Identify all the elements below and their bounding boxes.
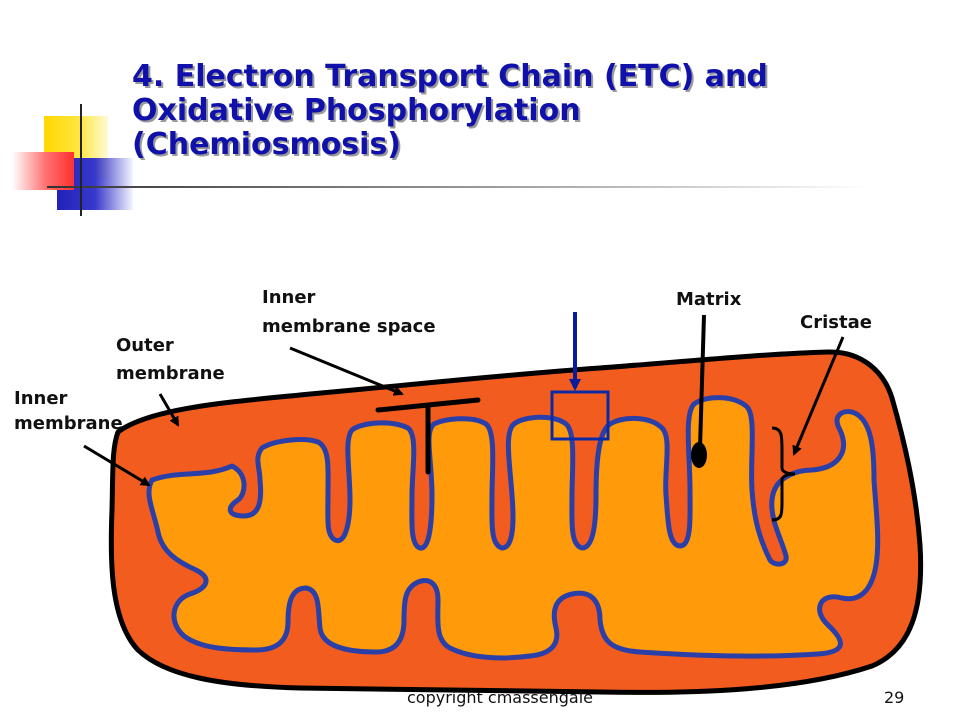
decor-red-square <box>12 152 74 190</box>
footer-page-number: 29 <box>884 688 905 707</box>
label-matrix: Matrix <box>676 289 742 310</box>
inner-membrane-arrow <box>83 444 151 487</box>
label-inner-membrane-line2: membrane <box>14 413 123 434</box>
decor-horizontal-line <box>47 186 867 188</box>
footer-copyright: copyright cmassengale <box>407 688 593 707</box>
label-outer-membrane-line1: Outer <box>116 335 174 356</box>
label-inner-membrane-space-line1: Inner <box>262 287 316 308</box>
decor-vertical-line <box>80 104 82 216</box>
title-line-1: 4. Electron Transport Chain (ETC) and <box>132 59 768 94</box>
label-inner-membrane-line1: Inner <box>14 388 68 409</box>
title-line-3: (Chemiosmosis) <box>132 127 402 162</box>
outer-membrane-arrow <box>158 393 180 427</box>
label-cristae: Cristae <box>800 312 872 333</box>
cristae-bracket <box>771 426 796 522</box>
inner-membrane-space-arrow <box>289 346 404 396</box>
label-inner-membrane-space-line2: membrane space <box>262 316 436 337</box>
cristae-arrow <box>792 336 845 456</box>
matrix-pointer-line <box>698 314 706 449</box>
label-outer-membrane-line2: membrane <box>116 363 225 384</box>
matrix-dot <box>691 442 707 468</box>
etc-highlight-box <box>550 390 610 441</box>
slide-title: 4. Electron Transport Chain (ETC) and Ox… <box>132 60 932 162</box>
title-line-2: Oxidative Phosphorylation <box>132 93 581 128</box>
